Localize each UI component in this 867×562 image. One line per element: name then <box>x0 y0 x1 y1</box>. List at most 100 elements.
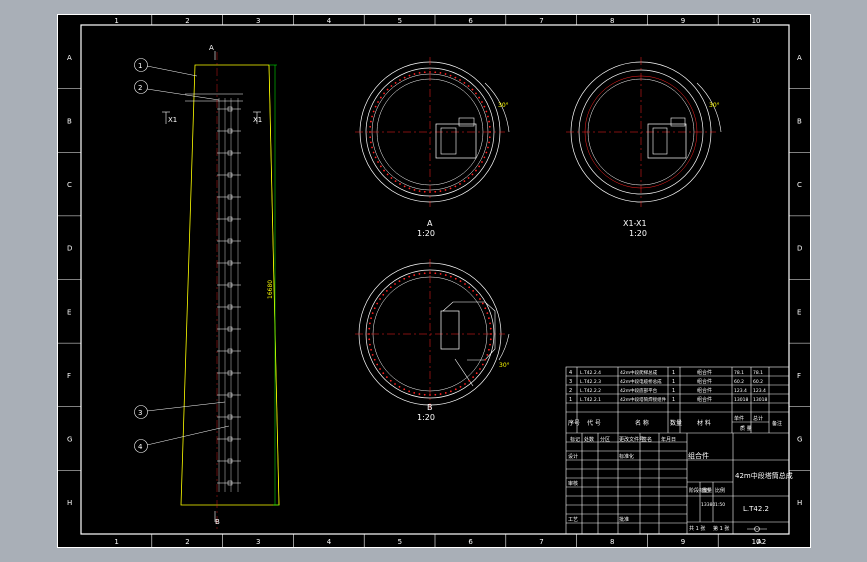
zone-row-label: H <box>67 499 72 507</box>
bom-cell: 60.2 <box>734 379 744 385</box>
bom-cell: 42m中段底部平台 <box>620 387 658 394</box>
zone-row-label: G <box>797 436 802 444</box>
zone-col-label: 7 <box>539 538 543 546</box>
bom-cell: 42m中段爬梯总成 <box>620 369 658 376</box>
projection-symbol-icon <box>747 526 767 532</box>
svg-text:签名: 签名 <box>642 436 652 443</box>
svg-text:重量: 重量 <box>702 487 712 494</box>
zone-col-label: 5 <box>398 538 402 546</box>
bom-cell: 2 <box>569 388 572 394</box>
zone-col-label: 2 <box>185 17 189 25</box>
zone-col-label: 2 <box>185 538 189 546</box>
svg-text:更改文件号: 更改文件号 <box>619 436 644 443</box>
section-b-bottom-label: B <box>215 518 220 526</box>
bom-cell: 总计 <box>753 415 763 422</box>
view-b: 30° B 1:20 <box>355 259 510 422</box>
view-x1: 30° X1-X1 1:20 <box>566 57 722 238</box>
outer-frame <box>57 14 811 548</box>
zone-col-label: 6 <box>468 538 473 546</box>
zone-row-label: F <box>797 372 801 380</box>
zone-col-label: 4 <box>327 538 332 546</box>
svg-text:3: 3 <box>138 409 142 417</box>
bom-cell: 42m中段电缆桥总成 <box>620 378 662 385</box>
bom-cell: 组合件 <box>697 387 712 394</box>
title-drawing-number: L.T42.2 <box>743 505 769 513</box>
bom-cell: 1 <box>672 397 675 403</box>
balloon-1: 1 <box>134 58 198 77</box>
zone-row-label: B <box>797 117 802 125</box>
section-a-top-label: A <box>209 44 214 52</box>
zone-col-label: 8 <box>610 17 614 25</box>
zone-col-label: 8 <box>610 538 614 546</box>
zone-row-label: D <box>797 245 802 253</box>
height-dimension: 16680 <box>267 280 274 299</box>
bom-cell: 78.1 <box>753 370 763 376</box>
bom-cell: 1 <box>672 370 675 376</box>
balloon-2: 2 <box>134 80 220 101</box>
sheet-size-label: A2 <box>757 538 766 546</box>
zone-col-label: 3 <box>256 17 260 25</box>
balloon-3: 3 <box>134 401 226 419</box>
svg-text:比例: 比例 <box>715 487 725 494</box>
svg-text:13380: 13380 <box>701 502 715 508</box>
bom-cell: 组合件 <box>697 369 712 376</box>
zone-row-label: A <box>797 54 802 62</box>
svg-text:审核: 审核 <box>568 480 578 487</box>
inner-frame <box>80 24 790 535</box>
bom-cell: L.T42.2.3 <box>580 379 601 385</box>
title-part-name: 42m中段塔筒总成 <box>735 471 793 480</box>
bom-cell: 组合件 <box>697 396 712 403</box>
svg-text:4: 4 <box>138 443 143 451</box>
bom-cell: 单件 <box>734 415 744 422</box>
svg-text:第 1 张: 第 1 张 <box>713 525 729 532</box>
zone-col-label: 3 <box>256 538 260 546</box>
bom-cell: 材 料 <box>697 419 711 427</box>
zone-row-label: G <box>67 436 72 444</box>
ladder-rungs <box>217 106 241 486</box>
zone-row-label: E <box>67 308 71 316</box>
zone-col-label: 10 <box>752 17 761 25</box>
svg-text:30°: 30° <box>709 102 720 109</box>
svg-text:30°: 30° <box>498 102 509 109</box>
svg-text:标准化: 标准化 <box>619 453 634 460</box>
bom-cell: L.T42.2.2 <box>580 388 601 394</box>
bom-cell: 名 称 <box>635 419 649 427</box>
bom-cell: 13018 <box>753 397 767 403</box>
tower-front-view <box>180 52 280 529</box>
bom-cell: 质 量 <box>740 425 752 432</box>
bom-cell: L.T42.2.4 <box>580 370 601 376</box>
bom-cell: 数量 <box>670 419 682 427</box>
title-material: 组合件 <box>688 451 709 460</box>
svg-text:1:50: 1:50 <box>715 502 725 508</box>
bom-cell: 4 <box>569 370 572 376</box>
bom-cell: 123.4 <box>753 388 766 394</box>
view-a-name: A <box>427 219 433 228</box>
cut-x1-left-label: X1 <box>168 116 177 124</box>
zone-row-label: B <box>67 117 72 125</box>
cut-x1-right-label: X1 <box>253 116 262 124</box>
bom-cell: 备注 <box>772 420 782 427</box>
bom-cell: 123.4 <box>734 388 747 394</box>
zone-col-label: 6 <box>468 17 473 25</box>
zone-row-label: H <box>797 499 802 507</box>
bom-cell: 42m中段塔筒焊接组件 <box>620 396 667 403</box>
svg-text:分区: 分区 <box>600 436 610 443</box>
zone-col-label: 1 <box>114 538 118 546</box>
zone-row-label: F <box>67 372 71 380</box>
zone-col-label: 5 <box>398 17 402 25</box>
svg-text:处数: 处数 <box>584 436 594 443</box>
zone-row-label: A <box>67 54 72 62</box>
bom-cell: 13018 <box>734 397 748 403</box>
view-x1-scale: 1:20 <box>629 229 647 238</box>
zone-col-label: 4 <box>327 17 332 25</box>
view-a-scale: 1:20 <box>417 229 435 238</box>
zone-col-label: 9 <box>681 538 685 546</box>
svg-text:2: 2 <box>138 84 142 92</box>
svg-text:标记: 标记 <box>570 436 580 443</box>
zone-col-label: 1 <box>114 17 118 25</box>
bom-cell: 1 <box>672 379 675 385</box>
bom-cell: 序号 <box>568 419 580 427</box>
